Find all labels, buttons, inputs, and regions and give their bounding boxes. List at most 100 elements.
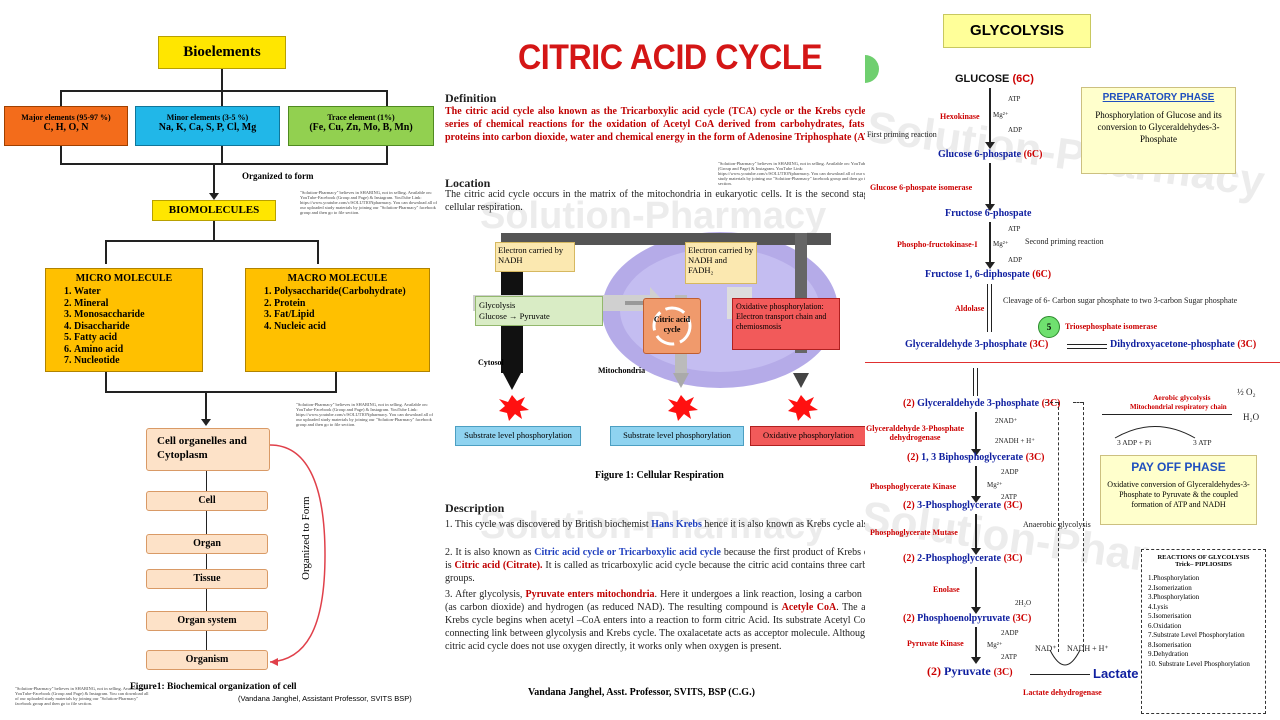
reactions-title: REACTIONS OF GLYCOLYSIS xyxy=(1157,554,1250,561)
3-phosphoglycerate: (2) 3-Phosphoglycerate (3C) xyxy=(903,500,1022,511)
phosphoenolpyruvate: (2) Phosphoenolpyruvate (3C) xyxy=(903,613,1031,624)
water-output-label: H₂O xyxy=(1243,412,1260,422)
carbon-count: (3C) xyxy=(1237,339,1257,350)
text: Phosphoenolpyruvate xyxy=(917,613,1010,624)
text: Fructose 1, 6-diphospate xyxy=(925,269,1030,280)
description-point-2: 2. It is also known as Citric acid cycle… xyxy=(445,546,870,585)
text: hence it is also known as Krebs cycle al… xyxy=(701,519,870,530)
description-heading: Description xyxy=(445,501,505,515)
payoff-phase-text: Oxidative conversion of Glyceraldehydes-… xyxy=(1107,480,1250,509)
text: Pyruvate xyxy=(944,664,991,678)
glycolysis-label: Glycolysis xyxy=(479,300,516,310)
atp-burst-3: ATP xyxy=(790,390,802,396)
mg-label: Mg²⁺ xyxy=(993,111,1009,119)
count: (2) xyxy=(903,553,915,564)
count: (2) xyxy=(907,452,919,463)
cleavage-label: Cleavage of 6- Carbon sugar phosphate to… xyxy=(1003,296,1238,305)
atp-burst-1: ATP xyxy=(500,390,512,396)
triosephosphate-isomerase: Triosephosphate isomerase xyxy=(1065,322,1158,331)
text: 2. It is also known as xyxy=(445,547,535,558)
hexokinase-label: Hexokinase xyxy=(940,112,980,121)
micro-molecule-box: MICRO MOLECULE WaterMineralMonosaccharid… xyxy=(45,268,203,372)
list-item: Mineral xyxy=(74,298,202,310)
oxidative-box: Oxidative phosphorylation xyxy=(750,426,867,446)
carbon-count: (6C) xyxy=(1023,149,1043,160)
count: (2) xyxy=(903,613,915,624)
list-item: 4.Lysis xyxy=(1148,602,1169,611)
text: 2-Phosphoglycerate xyxy=(917,553,1002,564)
nadh-loop-top xyxy=(1045,402,1058,403)
enolase-label: Enolase xyxy=(933,585,960,594)
watermark: Solution-Pharmacy xyxy=(480,195,827,237)
definition-heading: Definition xyxy=(445,91,497,105)
carbon-count: (3C) xyxy=(1012,613,1032,624)
text: 3-Phosphoglycerate xyxy=(917,500,1002,511)
pyruvate: (2) Pyruvate (3C) xyxy=(927,664,1013,679)
g3p-dehydrogenase: Glyceraldehyde 3-Phosphate dehydrogenase xyxy=(866,424,964,442)
text: Dihydroxyacetone-phosphate xyxy=(1110,339,1235,350)
three-atp-label: 3 ATP xyxy=(1193,438,1212,447)
second-priming-label: Second priming reaction xyxy=(1025,237,1104,246)
adp-label: ADP xyxy=(1008,126,1023,134)
text: 1, 3 Biphosphoglycerate xyxy=(921,452,1024,463)
half-oxygen-label: ½ O₂ xyxy=(1237,387,1256,397)
anaerobic-glycolysis-label: Anaerobic glycolysis xyxy=(1023,520,1091,529)
figure-caption-1: Figure1: Biochemical organization of cel… xyxy=(130,682,297,692)
glucose-6-phosphate: Glucose 6-phospate (6C) xyxy=(938,149,1042,160)
carbon-count: (3C) xyxy=(1029,339,1049,350)
adp-label: ADP xyxy=(1008,256,1023,264)
list-item: 7.Substrate Level Phosphorylation xyxy=(1148,631,1245,639)
minor-elements-title: Minor elements (3-5 %) xyxy=(166,113,249,122)
list-item: Protein xyxy=(274,298,429,310)
cytosol-label: Cytosol xyxy=(478,358,504,367)
nadh-label: 2NADH + H⁺ xyxy=(995,437,1035,445)
lactate: Lactate xyxy=(1093,666,1139,681)
adp-pi-label: 3 ADP + Pi xyxy=(1117,438,1152,447)
nadh-label: NADH + H⁺ xyxy=(1067,644,1109,653)
phosphofructokinase-label: Phospho-fructokinase-I xyxy=(897,240,978,249)
aldolase-label: Aldolase xyxy=(955,304,985,313)
bioelements-box: Bioelements xyxy=(158,36,286,69)
2-phosphoglycerate: (2) 2-Phosphoglycerate (3C) xyxy=(903,553,1022,564)
text: 1. This cycle was discovered by British … xyxy=(445,519,652,530)
hans-krebs: Hans Krebs xyxy=(651,519,702,530)
share-note-1: "Solution-Pharmacy" believes in SHARING,… xyxy=(300,190,438,215)
first-priming-label: First priming reaction xyxy=(867,130,937,139)
carbon-count: (3C) xyxy=(1025,452,1045,463)
micro-molecule-title: MICRO MOLECULE xyxy=(75,273,173,284)
watermark: Solution-Pharmacy xyxy=(480,505,827,547)
atp-label: 2ATP xyxy=(1001,493,1017,501)
pyruvate-kinase: Pyruvate Kinase xyxy=(907,639,964,648)
cycle-names: Citric acid cycle or Tricarboxylic acid … xyxy=(534,547,721,558)
biochemical-organization-panel: Bioelements Major elements (95-97 %) C, … xyxy=(0,0,440,720)
list-item: Water xyxy=(74,286,202,298)
glycolysis-panel: Solution-Pharmacy Solution-Pharmacy GLYC… xyxy=(865,0,1280,720)
list-item: Nucleotide xyxy=(74,355,202,367)
water-label: 2H₂O xyxy=(1015,599,1032,607)
text: . The actual Krebs cycle begins when ace… xyxy=(445,602,870,652)
two-glyceraldehyde-3-phosphate: (2) Glyceraldehyde 3-phosphate (3C) xyxy=(903,398,1061,409)
list-item: Amino acid xyxy=(74,344,202,356)
glucose-6-phosphate-isomerase: Glucose 6-phospate isomerase xyxy=(870,183,973,192)
glycolysis-box: Glycolysis Glucose → Pyruvate xyxy=(475,296,603,326)
list-item: 1.Phosphorylation xyxy=(1148,574,1200,582)
adp-label: 2ADP xyxy=(1001,468,1019,476)
list-item: 2.Isomerization xyxy=(1148,583,1192,592)
step-number-badge: 5 xyxy=(1038,316,1060,338)
description-point-1: 1. This cycle was discovered by British … xyxy=(445,518,870,531)
carbon-count: (3C) xyxy=(1041,398,1061,409)
carbon-count: (3C) xyxy=(1003,500,1023,511)
text: 3. After glycolysis, xyxy=(445,589,526,600)
major-elements-title: Major elements (95-97 %) xyxy=(21,113,111,122)
count: (2) xyxy=(927,664,941,678)
tissue-box: Tissue xyxy=(146,569,268,589)
substrate-level-box-2: Substrate level phosphorylation xyxy=(610,426,744,446)
micro-molecule-list: WaterMineralMonosaccharideDisaccharideFa… xyxy=(46,286,202,367)
minor-elements-box: Minor elements (3-5 %) Na, K, Ca, S, P, … xyxy=(135,106,280,146)
pyruvate-label: Pyruvate xyxy=(519,311,550,321)
biphosphoglycerate: (2) 1, 3 Biphosphoglycerate (3C) xyxy=(907,452,1045,463)
glucose-label: Glucose xyxy=(479,311,507,321)
mitochondria-label: Mitochondria xyxy=(598,366,646,375)
nadh-loop-line xyxy=(1083,402,1084,652)
